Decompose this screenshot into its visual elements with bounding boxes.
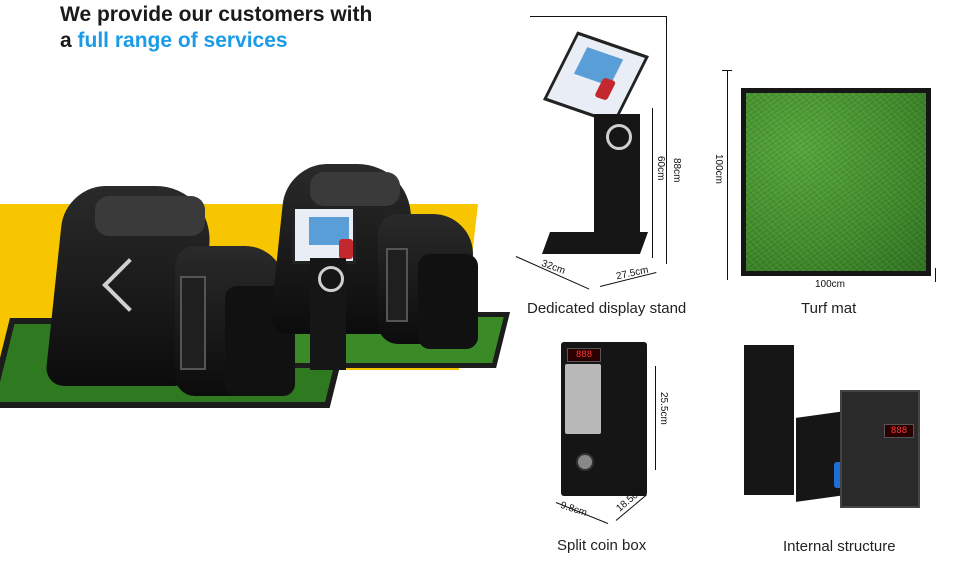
- caption-turf-mat: Turf mat: [801, 300, 857, 317]
- headline-accent: full range of services: [77, 29, 288, 52]
- dim-88cm: 88cm: [671, 158, 682, 183]
- brand-logo-icon: [318, 266, 344, 292]
- dim-27-5cm: 27.5cm: [615, 264, 650, 283]
- dim-line-turf-vertical: [727, 70, 728, 280]
- headline-line-1: We provide our customers with: [60, 3, 373, 26]
- dim-9-8cm: 9.8cm: [558, 500, 589, 519]
- chair-coin-panel: [180, 276, 206, 370]
- headline-line-2: a full range of services: [60, 28, 372, 54]
- coin-box-led-display: 888: [567, 348, 601, 362]
- massage-chair-back: [269, 164, 488, 354]
- dim-60cm: 60cm: [655, 156, 666, 181]
- internal-led-display: 888: [884, 424, 914, 438]
- dim-turf-100cm-height: 100cm: [713, 154, 724, 185]
- stand-display-screen: [542, 31, 650, 125]
- caption-display-stand: Dedicated display stand: [527, 300, 687, 317]
- massage-chair-front: [44, 186, 295, 406]
- dim-line-coin-height: [655, 366, 656, 470]
- chair-display-screen: [292, 206, 356, 264]
- dim-line-88: [666, 16, 667, 264]
- chair-coin-panel: [386, 248, 408, 322]
- lock-icon: [576, 453, 594, 471]
- caption-internal-structure: Internal structure: [783, 538, 896, 555]
- outer-case: [744, 345, 794, 495]
- dim-turf-100cm-width: 100cm: [815, 279, 846, 290]
- stand-brand-logo-icon: [606, 124, 632, 150]
- page-headline: We provide our customers with a full ran…: [60, 2, 372, 54]
- caption-split-coin-box: Split coin box: [557, 537, 647, 554]
- stand-base: [541, 232, 649, 254]
- dim-25-5cm: 25.5cm: [658, 392, 669, 425]
- dim-line-turf-right: [935, 268, 936, 282]
- coin-mechanism-board: [840, 390, 920, 508]
- headline-prefix: a: [60, 29, 78, 52]
- dim-line-top: [530, 16, 666, 17]
- dim-line-60: [652, 108, 653, 258]
- turf-mat-product: [741, 88, 931, 276]
- coin-acceptor-plate: [565, 364, 601, 434]
